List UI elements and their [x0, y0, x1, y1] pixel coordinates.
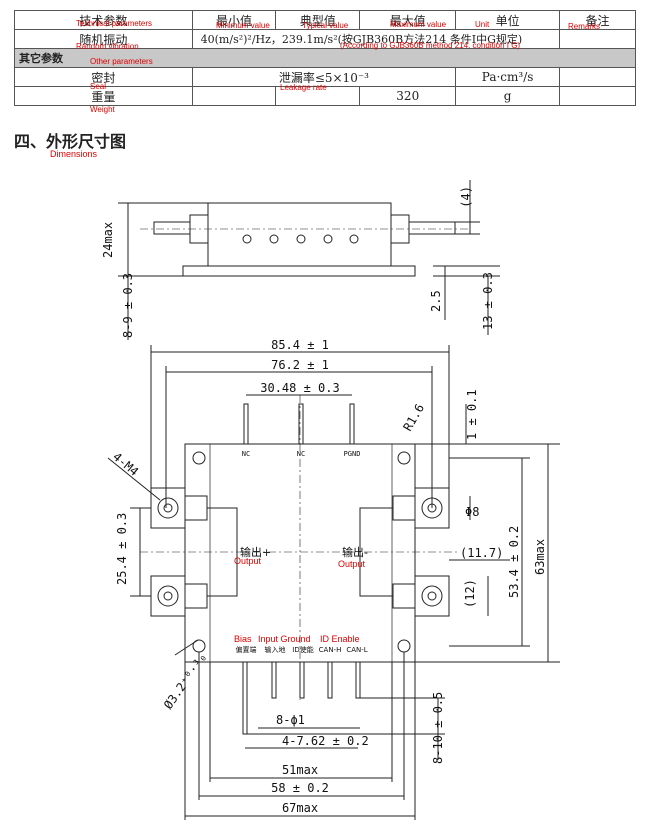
pin-label-can-l: CAN-L: [346, 646, 367, 654]
label-output-plus: 输出+: [240, 545, 271, 559]
side-pin-5: [349, 234, 359, 244]
top-pin-nc1: [243, 403, 249, 445]
table-row-seal: 密封 泄漏率≤5×10⁻³ Pa·cm³/s: [14, 67, 636, 87]
table-row-weight: 重量 320 g: [14, 86, 636, 106]
table-header-row: 技术参数 最小值 典型值 最大值 单位 备注: [14, 10, 636, 30]
table-section-other: 其它参数: [14, 48, 636, 68]
dim-51max: 51max: [282, 763, 318, 777]
side-pin-2: [269, 234, 279, 244]
dim-8-10: 8-10 ± 0.5: [431, 692, 445, 764]
tr-vibration-condition: (According to GJB360B method 214, condit…: [340, 41, 521, 50]
tr-leakage-rate: Leakage rate: [280, 83, 327, 92]
tr-output-minus: Output: [338, 559, 366, 569]
dim-25-4: 25.4 ± 0.3: [115, 513, 129, 585]
dim-63max: 63max: [533, 539, 547, 575]
tr-remarks: Remarks: [568, 22, 601, 31]
side-flange: [182, 265, 416, 277]
dim-8-phi1: 8-ϕ1: [276, 713, 305, 727]
pin-label-input-ground: 输入地: [265, 645, 286, 654]
pin-label-pgnd: PGND: [344, 450, 361, 458]
tr-minimum-value: Minimum value: [216, 21, 270, 30]
tr-weight: Weight: [90, 105, 115, 114]
side-pin-1: [242, 234, 252, 244]
dim-side-4: (4): [459, 186, 473, 208]
dim-4-m4: 4-M4: [110, 450, 141, 479]
pin-label-nc1: NC: [242, 450, 250, 458]
tr-maximum-value: Maximum value: [390, 20, 447, 29]
bottom-pin-2: [271, 661, 277, 699]
connector-right-bottom: [414, 575, 450, 617]
tr-other-parameters: Other parameters: [90, 57, 153, 66]
dim-1-0-1: 1 ± 0.1: [465, 389, 479, 440]
seal-unit: Pa·cm³/s: [455, 67, 561, 87]
other-section-label: 其它参数: [19, 52, 63, 65]
dim-r1-6: R1.6: [400, 401, 427, 433]
weight-value: 320: [359, 86, 457, 106]
pin-label-bias: 偏置端: [236, 645, 257, 654]
section-title-translation: Dimensions: [50, 149, 98, 159]
side-body: [207, 202, 392, 267]
side-right-pin: [408, 221, 456, 235]
dim-85-4: 85.4 ± 1: [271, 338, 329, 352]
dim-side-2-5: 2.5: [429, 290, 443, 312]
tr-unit: Unit: [475, 20, 490, 29]
dim-30-48: 30.48 ± 0.3: [260, 381, 339, 395]
pin-label-id-enable: ID使能: [292, 645, 313, 654]
tr-random-vibration: Random vibration: [76, 42, 139, 51]
dim-76-2: 76.2 ± 1: [271, 358, 329, 372]
pin-label-can-h: CAN-H: [319, 646, 342, 654]
parameters-table: 技术参数 最小值 典型值 最大值 单位 备注 随机振动 40(m/s²)²/Hz…: [14, 10, 636, 106]
dim-side-24max: 24max: [101, 222, 115, 258]
connector-left-bottom: [150, 575, 186, 617]
section-title: 四、外形尺寸图: [14, 132, 127, 151]
bottom-pin-3: [299, 661, 305, 699]
tr-id-enable: ID Enable: [320, 634, 360, 644]
dim-53-4: 53.4 ± 0.2: [507, 526, 521, 598]
pin-label-nc2: NC: [297, 450, 305, 458]
dim-side-13: 13 ± 0.3: [481, 272, 495, 330]
side-pin-3: [296, 234, 306, 244]
mount-hole-tr: [397, 451, 411, 465]
tr-output-plus: Output: [234, 556, 262, 566]
dim-side-8-9: 8-9 ± 0.3: [121, 273, 135, 338]
mount-hole-br: [397, 639, 411, 653]
connector-left-top: [150, 487, 186, 529]
dim-67max: 67max: [282, 801, 318, 815]
tr-input-ground: Input Ground: [258, 634, 311, 644]
tr-technical-parameters: Technical parameters: [76, 19, 153, 28]
bottom-pin-4: [327, 661, 333, 699]
tr-seal: Seal: [90, 82, 107, 91]
top-pin-pgnd: [349, 403, 355, 445]
mount-hole-tl: [192, 451, 206, 465]
top-pin-nc2: [298, 403, 304, 445]
side-left-pin: [153, 221, 191, 235]
dim-4-7-62: 4-7.62 ± 0.2: [282, 734, 369, 748]
tr-bias: Bias: [234, 634, 252, 644]
bottom-pin-5: [355, 661, 361, 699]
label-output-minus: 输出-: [342, 545, 368, 559]
dim-11-7: (11.7): [460, 546, 503, 560]
side-pin-4: [323, 234, 333, 244]
bottom-pin-1: [242, 661, 248, 735]
dim-phi8: Φ8: [465, 505, 479, 519]
col-unit: 单位: [455, 10, 561, 30]
tr-typical-value: Typical value: [302, 21, 349, 30]
dim-12: (12): [463, 579, 477, 608]
dim-58: 58 ± 0.2: [271, 781, 329, 795]
